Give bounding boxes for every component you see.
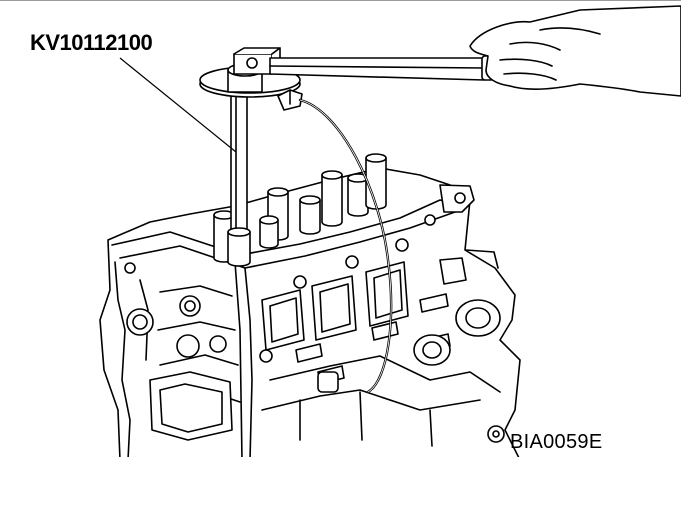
hand-illustration <box>469 5 681 97</box>
cylinder-head <box>99 167 521 457</box>
figure-code-label: BIA0059E <box>510 431 603 453</box>
lifter-bores <box>213 153 387 263</box>
callout-leader-line <box>119 57 237 153</box>
tool-number-label: KV10112100 <box>30 30 153 55</box>
top-rule <box>0 0 681 1</box>
torque-angle-tool <box>199 47 495 394</box>
